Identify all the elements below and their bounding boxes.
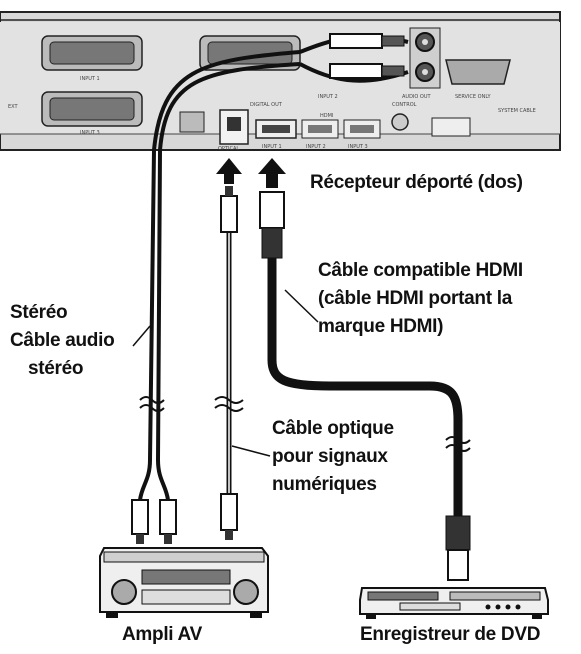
control-connector — [391, 113, 409, 131]
service-only-port: SERVICE ONLY — [445, 59, 511, 100]
scart-input3-label: INPUT 3 — [80, 130, 100, 136]
optical-label: OPTICAL — [218, 146, 239, 152]
hdmi-input2-label: INPUT 2 — [306, 144, 326, 150]
control-label: CONTROL — [392, 102, 417, 108]
hdmi-cable-label-line1: Câble compatible HDMI — [318, 260, 523, 281]
scart-input1-port: INPUT 1 — [41, 35, 143, 82]
dvd-label: Enregistreur de DVD — [360, 624, 541, 645]
cable-break-marks — [139, 396, 471, 452]
ext-label: EXT — [8, 104, 18, 110]
hdmi-cable-label-line3: marque HDMI) — [318, 316, 444, 337]
rca-plugs-top — [329, 33, 405, 79]
optical-out-port: OPTICAL DIGITAL OUT — [218, 102, 283, 152]
hdmi-arrow-icon — [258, 158, 286, 188]
optical-label-line1: Câble optique — [272, 418, 394, 439]
audio-out-label: AUDIO OUT — [402, 94, 432, 100]
hdmi-cable — [259, 191, 471, 581]
stereo-label-line1: Stéréo — [10, 302, 68, 323]
hdmi-input3-label: INPUT 3 — [348, 144, 368, 150]
system-cable-label: SYSTEM CABLE — [498, 108, 536, 114]
hdmi-cable-label-line2: (câble HDMI portant la — [318, 288, 512, 309]
stereo-label-line2: Câble audio — [10, 330, 115, 351]
dvd-recorder-device — [359, 587, 549, 619]
hdmi-input3-port: INPUT 3 — [343, 119, 381, 150]
input2-label: INPUT 2 — [318, 94, 338, 100]
scart-input3-port: INPUT 3 — [41, 91, 143, 136]
audio-out-jacks: AUDIO OUT — [402, 27, 441, 100]
optical-label-line2: pour signaux — [272, 446, 388, 467]
hdmi-input1-port: INPUT 1 — [255, 119, 297, 150]
av-amplifier-device — [99, 547, 269, 618]
scart-input1-label: INPUT 1 — [80, 76, 100, 82]
optical-cable — [220, 186, 238, 540]
amp-label: Ampli AV — [122, 624, 202, 645]
optical-arrow-icon — [216, 158, 242, 184]
lan-port — [179, 111, 205, 133]
label-leaders — [132, 289, 319, 457]
receiver-label: Récepteur déporté (dos) — [310, 172, 523, 193]
hdmi-input2-port: INPUT 2 — [301, 119, 339, 150]
receiver-back-panel: INPUT 1 INPUT 3 EXT INPUT 2 AUDIO OUT SE… — [0, 11, 561, 152]
service-only-label: SERVICE ONLY — [455, 94, 491, 100]
stereo-label-line3: stéréo — [28, 358, 84, 379]
digital-out-label: DIGITAL OUT — [250, 102, 283, 108]
hdmi-label: HDMI — [320, 113, 333, 119]
rca-plugs-bottom — [131, 499, 177, 544]
connection-arrows — [216, 158, 286, 188]
hdmi-input1-label: INPUT 1 — [262, 144, 282, 150]
optical-label-line3: numériques — [272, 474, 377, 495]
system-cable-port — [431, 117, 471, 137]
